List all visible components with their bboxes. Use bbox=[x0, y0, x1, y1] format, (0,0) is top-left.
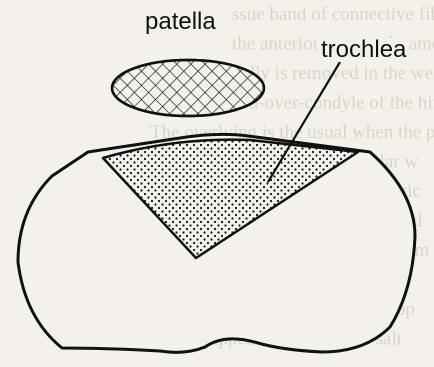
background-text-line: ssue band of connective fibrous tissue bbox=[232, 4, 434, 25]
patella-label: patella bbox=[142, 10, 219, 34]
patella-hatching bbox=[112, 60, 264, 116]
trochlea-label: trochlea bbox=[318, 38, 409, 62]
